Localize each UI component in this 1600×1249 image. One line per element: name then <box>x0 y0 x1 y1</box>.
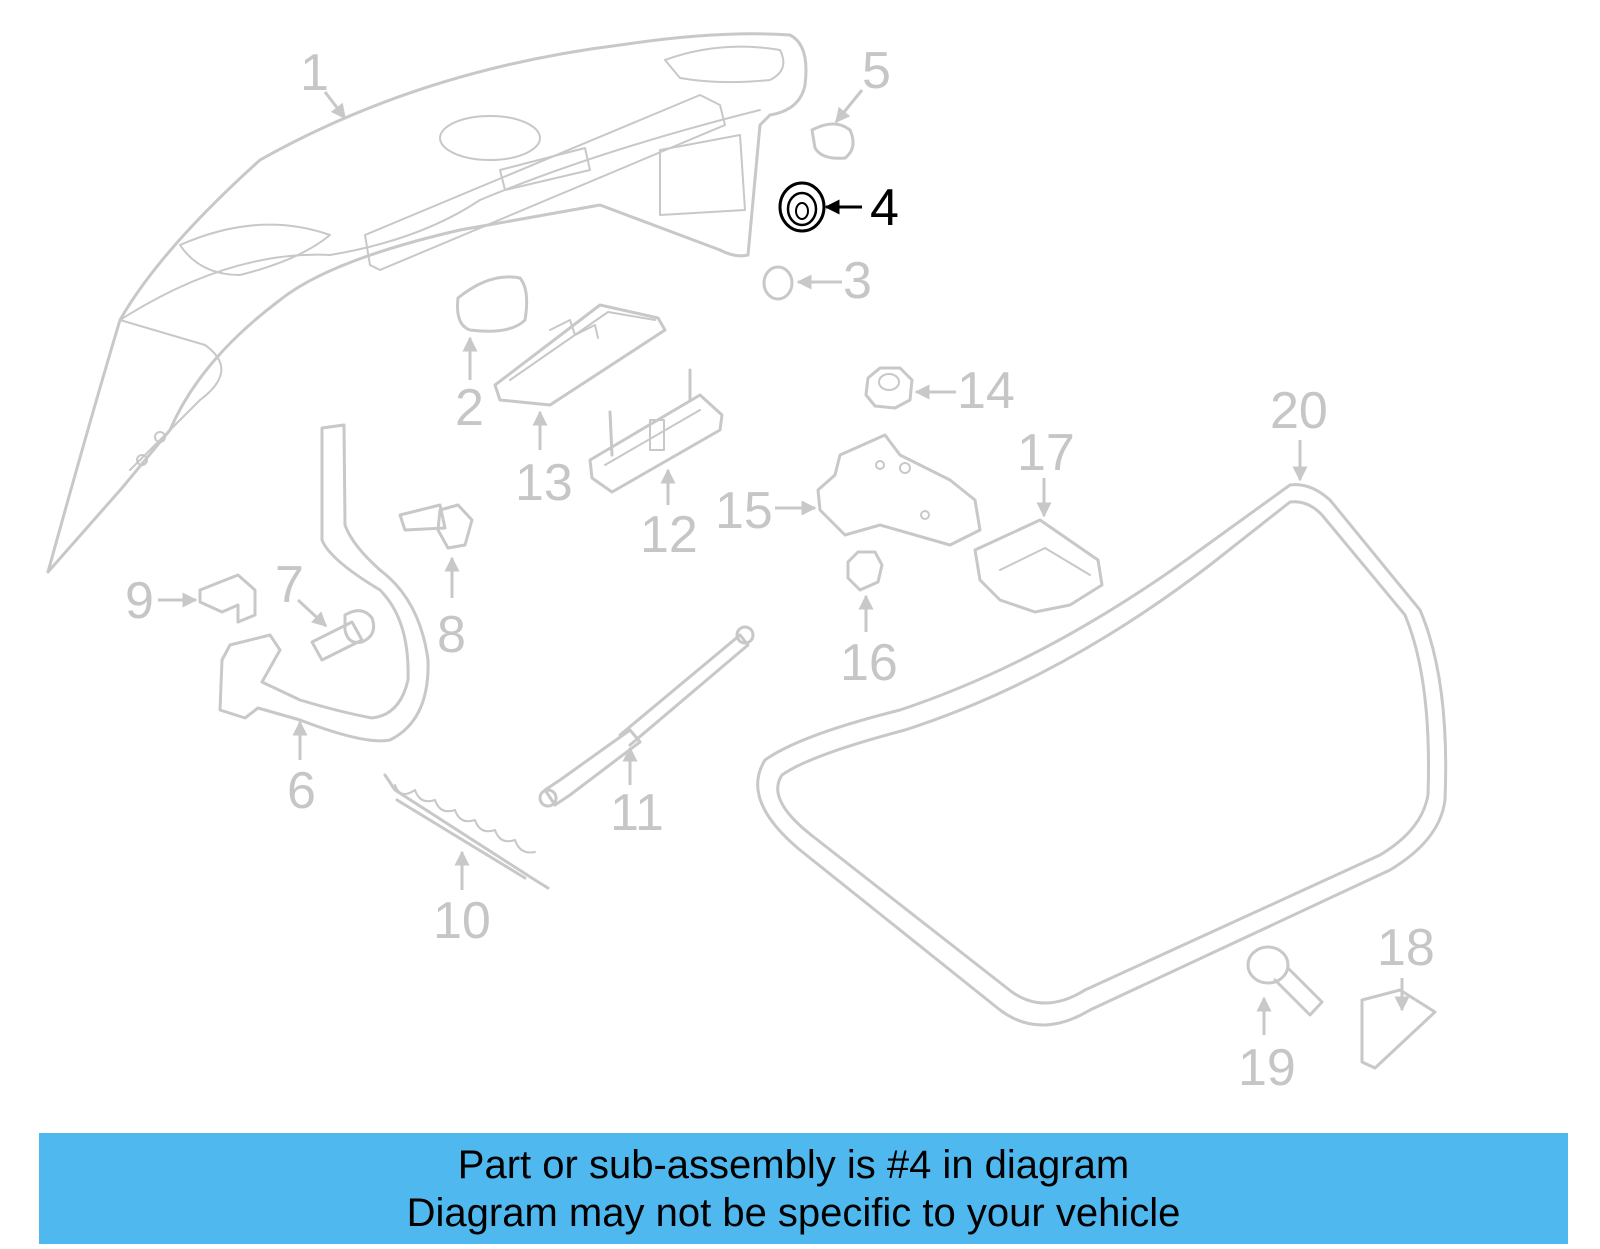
callout-4: 4 <box>870 179 899 237</box>
part-grommet-highlighted <box>778 181 862 233</box>
part-trunk-lid <box>46 32 808 574</box>
callout-7: 7 <box>275 556 304 614</box>
callout-8: 8 <box>437 606 466 664</box>
part-bolt-8 <box>398 503 474 598</box>
callout-3: 3 <box>843 252 872 310</box>
callout-6: 6 <box>287 762 316 820</box>
banner-line-2: Diagram may not be specific to your vehi… <box>406 1191 1181 1235</box>
callout-18: 18 <box>1377 919 1435 977</box>
callout-9: 9 <box>125 572 154 630</box>
part-nut-14 <box>864 366 956 410</box>
callout-17: 17 <box>1017 424 1075 482</box>
part-screw-19 <box>1246 945 1324 1035</box>
part-cap <box>810 89 864 160</box>
part-hinge <box>218 423 430 760</box>
part-o-ring <box>762 265 842 301</box>
info-banner: Part or sub-assembly is #4 in diagram Di… <box>39 1133 1568 1244</box>
parts-diagram: 1 2 3 4 5 6 7 8 9 10 11 12 13 14 15 16 1… <box>46 32 1448 1097</box>
part-weatherstrip <box>756 440 1448 1027</box>
callout-5: 5 <box>862 42 891 100</box>
part-spring <box>383 773 550 890</box>
callout-15: 15 <box>715 482 773 540</box>
part-bolt-7 <box>296 598 376 662</box>
callout-10: 10 <box>433 892 491 950</box>
part-nut-16 <box>846 550 884 632</box>
part-cover-17 <box>973 478 1104 614</box>
callout-11: 11 <box>610 784 664 842</box>
banner-line-1: Part or sub-assembly is #4 in diagram <box>457 1143 1130 1187</box>
callout-2: 2 <box>455 379 484 437</box>
callout-19: 19 <box>1238 1039 1296 1097</box>
callout-13: 13 <box>515 454 573 512</box>
callout-20: 20 <box>1270 382 1328 440</box>
callout-16: 16 <box>840 634 898 692</box>
part-light-13 <box>493 303 667 450</box>
part-bumper-pad <box>456 275 529 380</box>
callout-12: 12 <box>640 506 698 564</box>
part-latch <box>775 433 982 547</box>
part-cover-9 <box>158 573 257 624</box>
part-handle-12 <box>588 368 724 505</box>
callout-1: 1 <box>300 44 329 102</box>
part-gas-strut <box>538 625 755 808</box>
part-clip-18 <box>1360 978 1437 1070</box>
callout-14: 14 <box>957 362 1015 420</box>
